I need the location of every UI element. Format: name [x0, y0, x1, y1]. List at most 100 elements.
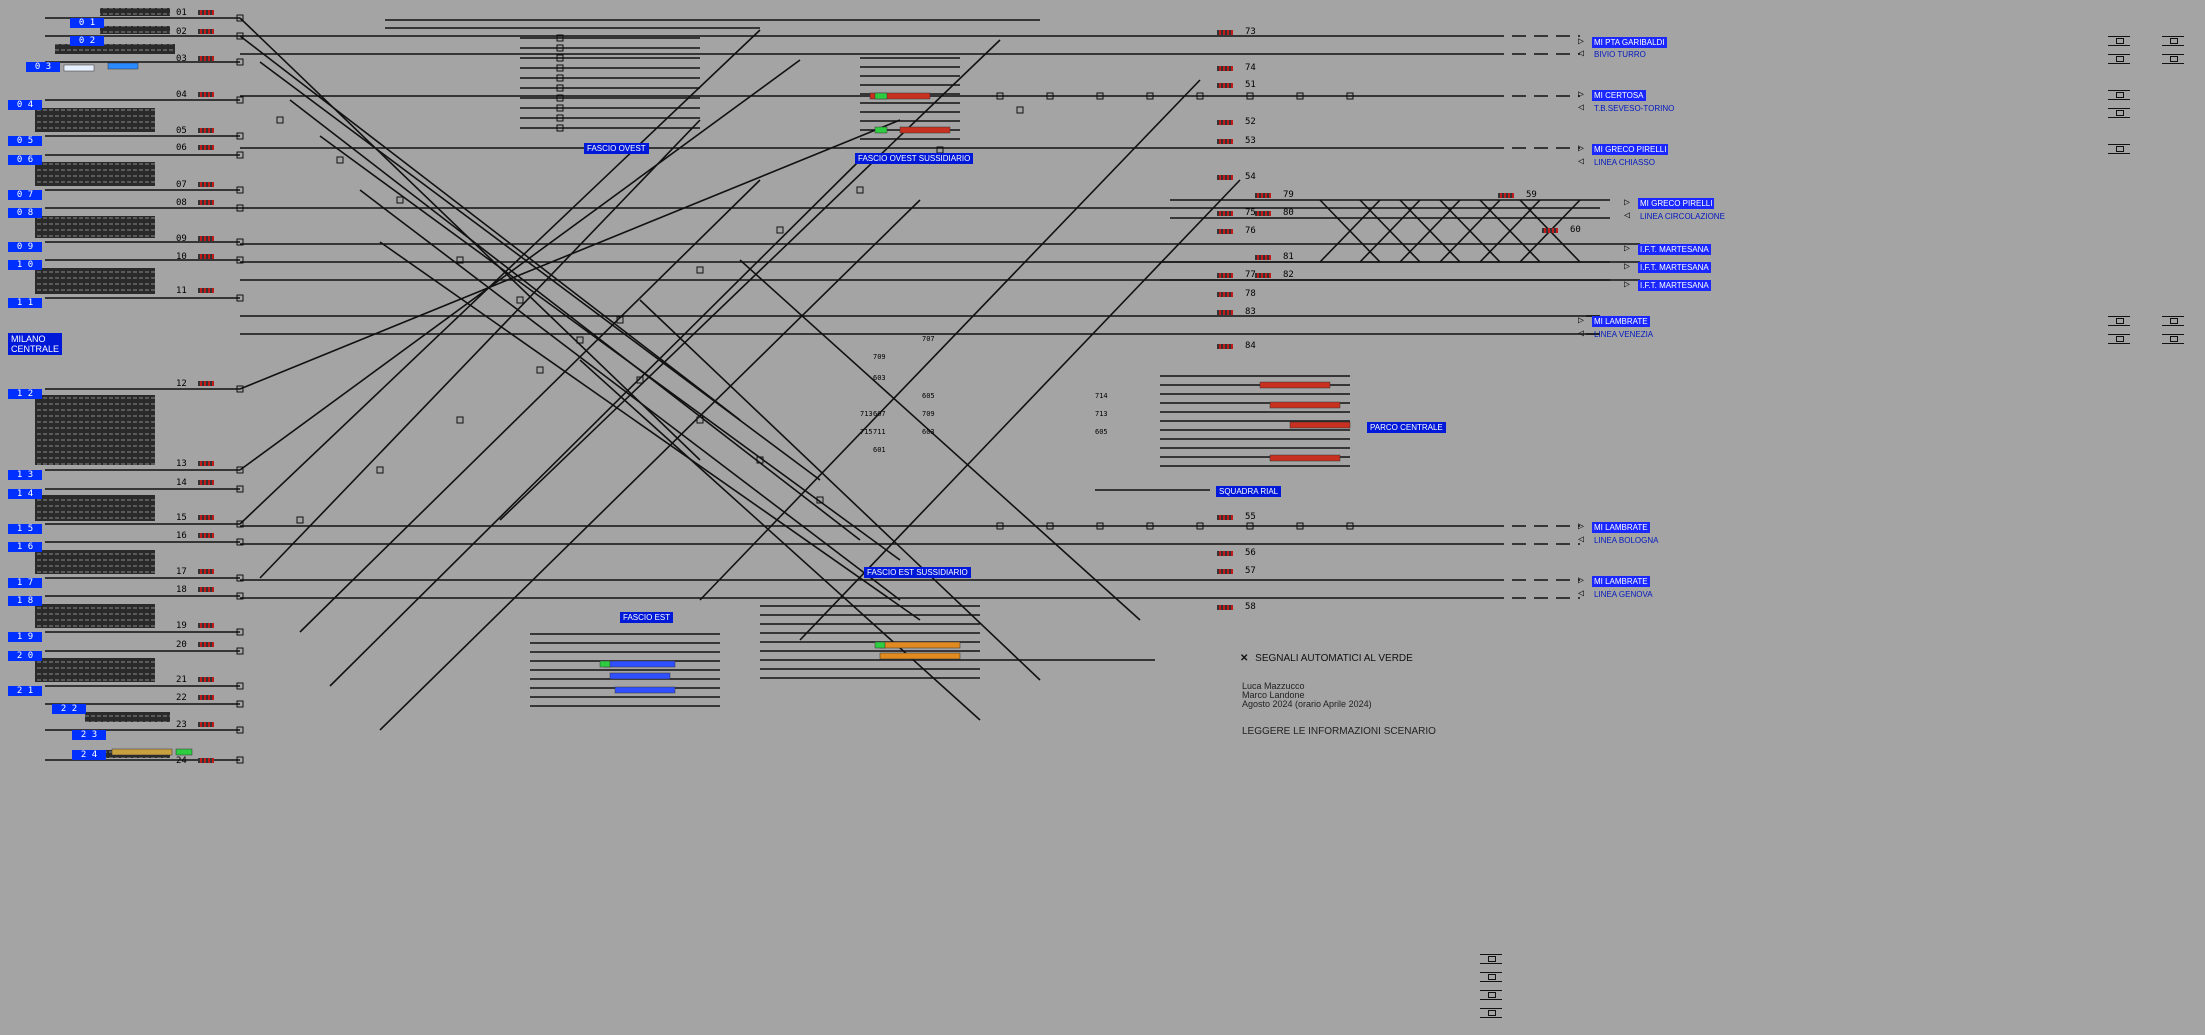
line-out-label[interactable]: MI LAMBRATE — [1592, 522, 1650, 533]
signal-icon[interactable] — [1217, 344, 1233, 349]
platform-signal-icon[interactable] — [198, 92, 214, 97]
train-icon[interactable] — [874, 641, 886, 649]
signal-icon[interactable] — [1542, 228, 1558, 233]
line-out-label[interactable]: I.F.T. MARTESANA — [1638, 262, 1711, 273]
line-out-arrow-icon[interactable]: ▷ — [1578, 315, 1585, 326]
platform-11-button[interactable]: 1 1 — [8, 298, 42, 308]
platform-19-button[interactable]: 1 9 — [8, 632, 42, 642]
platform-23-button[interactable]: 2 3 — [72, 730, 106, 740]
line-in-arrow-icon[interactable]: ◁ — [1578, 588, 1585, 599]
switch-icon[interactable] — [236, 574, 244, 582]
platform-09-button[interactable]: 0 9 — [8, 242, 42, 252]
switch-icon[interactable] — [816, 496, 824, 504]
line-out-arrow-icon[interactable]: ▷ — [1624, 197, 1631, 208]
switch-icon[interactable] — [236, 647, 244, 655]
switch-icon[interactable] — [536, 366, 544, 374]
signal-icon[interactable] — [1217, 211, 1233, 216]
line-out-arrow-icon[interactable]: ▷ — [1578, 89, 1585, 100]
signal-icon[interactable] — [1217, 569, 1233, 574]
platform-16-button[interactable]: 1 6 — [8, 542, 42, 552]
train-icon[interactable] — [614, 686, 676, 694]
signal-icon[interactable] — [1255, 273, 1271, 278]
signal-icon[interactable] — [1255, 193, 1271, 198]
train-icon[interactable] — [1289, 421, 1351, 429]
switch-icon[interactable] — [1146, 92, 1154, 100]
platform-14-button[interactable]: 1 4 — [8, 489, 42, 499]
train-icon[interactable] — [111, 748, 173, 756]
line-out-arrow-icon[interactable]: ▷ — [1624, 279, 1631, 290]
track-segment[interactable] — [259, 61, 821, 481]
switch-icon[interactable] — [556, 84, 564, 92]
platform-signal-icon[interactable] — [198, 381, 214, 386]
line-out-label[interactable]: MI LAMBRATE — [1592, 576, 1650, 587]
platform-signal-icon[interactable] — [198, 461, 214, 466]
switch-icon[interactable] — [236, 485, 244, 493]
switch-icon[interactable] — [1196, 92, 1204, 100]
signal-icon[interactable] — [1217, 66, 1233, 71]
signal-icon[interactable] — [1217, 292, 1233, 297]
line-in-arrow-icon[interactable]: ◁ — [1578, 102, 1585, 113]
line-out-label[interactable]: MI LAMBRATE — [1592, 316, 1650, 327]
switch-icon[interactable] — [236, 151, 244, 159]
switch-icon[interactable] — [556, 34, 564, 42]
line-in-arrow-icon[interactable]: ◁ — [1624, 210, 1631, 221]
signal-icon[interactable] — [1217, 515, 1233, 520]
switch-icon[interactable] — [1346, 522, 1354, 530]
switch-icon[interactable] — [1246, 522, 1254, 530]
platform-signal-icon[interactable] — [198, 10, 214, 15]
platform-13-button[interactable]: 1 3 — [8, 470, 42, 480]
train-icon[interactable] — [599, 660, 611, 668]
switch-icon[interactable] — [236, 385, 244, 393]
train-icon[interactable] — [1269, 401, 1341, 409]
switch-icon[interactable] — [696, 266, 704, 274]
line-out-arrow-icon[interactable]: ▷ — [1578, 143, 1585, 154]
line-in-arrow-icon[interactable]: ◁ — [1578, 48, 1585, 59]
track-segment[interactable] — [259, 119, 701, 579]
track-segment[interactable] — [699, 79, 1201, 601]
line-out-arrow-icon[interactable]: ▷ — [1578, 521, 1585, 532]
signal-icon[interactable] — [1217, 120, 1233, 125]
train-icon[interactable] — [869, 92, 931, 100]
line-out-label[interactable]: I.F.T. MARTESANA — [1638, 280, 1711, 291]
line-in-arrow-icon[interactable]: ◁ — [1578, 156, 1585, 167]
switch-icon[interactable] — [236, 256, 244, 264]
line-out-arrow-icon[interactable]: ▷ — [1624, 243, 1631, 254]
switch-icon[interactable] — [856, 186, 864, 194]
switch-icon[interactable] — [236, 682, 244, 690]
track-segment[interactable] — [739, 259, 1141, 621]
platform-15-button[interactable]: 1 5 — [8, 524, 42, 534]
switch-icon[interactable] — [616, 316, 624, 324]
platform-12-button[interactable]: 1 2 — [8, 389, 42, 399]
platform-07-button[interactable]: 0 7 — [8, 190, 42, 200]
switch-icon[interactable] — [1096, 522, 1104, 530]
switch-icon[interactable] — [236, 132, 244, 140]
train-icon[interactable] — [874, 92, 888, 100]
line-in-arrow-icon[interactable]: ◁ — [1578, 534, 1585, 545]
switch-icon[interactable] — [236, 520, 244, 528]
platform-signal-icon[interactable] — [198, 236, 214, 241]
switch-icon[interactable] — [576, 336, 584, 344]
platform-10-button[interactable]: 1 0 — [8, 260, 42, 270]
platform-01-button[interactable]: 0 1 — [70, 18, 104, 28]
platform-05-button[interactable]: 0 5 — [8, 136, 42, 146]
train-icon[interactable] — [1269, 454, 1341, 462]
signal-icon[interactable] — [1217, 273, 1233, 278]
track-segment[interactable] — [639, 299, 1041, 681]
track-segment[interactable] — [289, 99, 861, 541]
platform-signal-icon[interactable] — [198, 623, 214, 628]
switch-icon[interactable] — [236, 726, 244, 734]
switch-icon[interactable] — [336, 156, 344, 164]
platform-08-button[interactable]: 0 8 — [8, 208, 42, 218]
switch-icon[interactable] — [1296, 522, 1304, 530]
switch-icon[interactable] — [1096, 92, 1104, 100]
track-segment[interactable] — [239, 35, 741, 421]
platform-signal-icon[interactable] — [198, 145, 214, 150]
switch-icon[interactable] — [556, 114, 564, 122]
platform-02-button[interactable]: 0 2 — [70, 36, 104, 46]
train-icon[interactable] — [63, 64, 95, 72]
line-out-label[interactable]: MI CERTOSA — [1592, 90, 1646, 101]
platform-24-button[interactable]: 2 4 — [72, 750, 106, 760]
signal-icon[interactable] — [1217, 175, 1233, 180]
train-icon[interactable] — [604, 660, 676, 668]
platform-signal-icon[interactable] — [198, 29, 214, 34]
